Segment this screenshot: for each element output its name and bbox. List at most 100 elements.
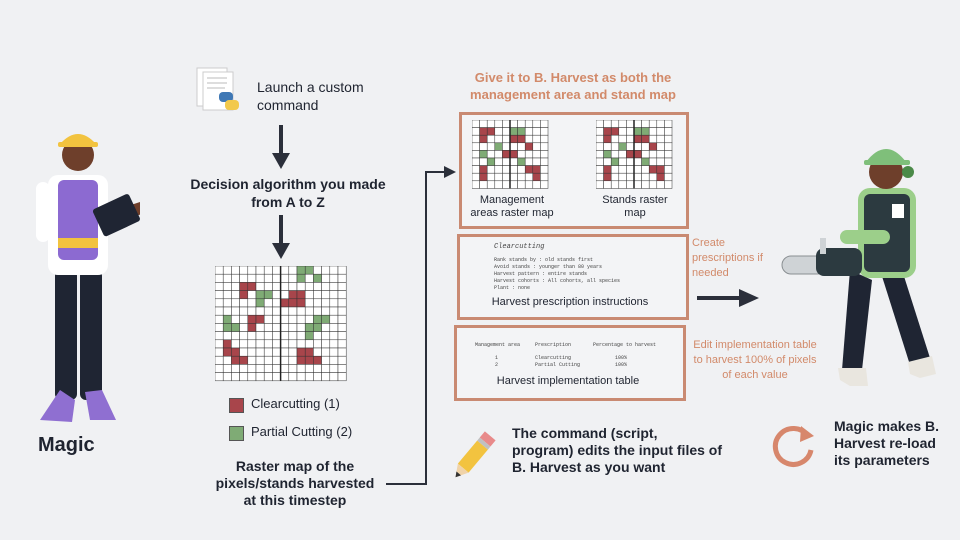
grid-cell (280, 266, 290, 275)
grid-cell (231, 355, 240, 365)
grid-cell (272, 273, 281, 283)
magic-person-illustration (20, 120, 150, 430)
grid-cell (626, 142, 635, 151)
grid-cell (596, 134, 604, 144)
grid-cell (313, 347, 322, 357)
grid-cell (288, 347, 298, 357)
grid-cell (596, 150, 604, 159)
grid-cell (626, 172, 635, 182)
grid-cell (479, 142, 488, 151)
grid-cell (296, 298, 306, 308)
grid-cell (222, 266, 232, 275)
impl-header: Prescription (535, 342, 572, 348)
grid-cell (215, 282, 224, 291)
grid-cell (296, 273, 306, 283)
grid-cell (280, 339, 290, 349)
grid-cell (486, 142, 496, 151)
grid-cell (329, 355, 339, 365)
grid-cell (540, 157, 549, 166)
implementation-table: Management area Prescription Percentage … (475, 342, 663, 369)
grid-cell (486, 134, 496, 144)
grid-cell (610, 172, 620, 182)
grid-cell (255, 273, 265, 283)
grid-cell (231, 314, 240, 324)
grid-cell (502, 180, 511, 189)
grid-cell (479, 172, 488, 182)
grid-cell (472, 157, 480, 166)
grid-cell (603, 120, 612, 128)
grid-cell (664, 165, 673, 174)
grid-cell (321, 339, 331, 349)
grid-cell (603, 180, 612, 189)
grid-cell (517, 142, 526, 151)
impl-cell: Clearcutting (535, 355, 572, 361)
grid-cell (321, 306, 331, 316)
grid-cell (304, 298, 314, 308)
grid-cell (486, 165, 496, 174)
launch-command-label: Launch a custom command (257, 79, 364, 113)
grid-cell (603, 165, 612, 174)
reload-icon (772, 425, 814, 467)
grid-cell (272, 323, 281, 332)
impl-row: 1 Clearcutting 100% (475, 355, 663, 362)
grid-cell (618, 127, 627, 136)
grid-cell (626, 120, 635, 128)
grid-cell (641, 127, 650, 136)
grid-cell (263, 282, 273, 291)
grid-cell (532, 134, 541, 144)
grid-cell (641, 157, 650, 166)
grid-cell (288, 290, 298, 300)
grid-cell (524, 134, 534, 144)
grid-cell (540, 120, 549, 128)
grid-cell (263, 347, 273, 357)
grid-cell (479, 127, 488, 136)
grid-cell (494, 157, 503, 166)
grid-cell (494, 127, 503, 136)
grid-cell (337, 372, 347, 382)
grid-cell (540, 172, 549, 182)
grid-cell (502, 142, 511, 151)
grid-cell (479, 150, 488, 159)
grid-cell (486, 180, 496, 189)
grid-cell (222, 372, 232, 382)
grid-cell (239, 323, 249, 332)
grid-cell (304, 282, 314, 291)
grid-cell (648, 180, 658, 189)
grid-cell (222, 306, 232, 316)
grid-cell (479, 165, 488, 174)
grid-cell (494, 172, 503, 182)
grid-cell (626, 127, 635, 136)
grid-cell (472, 120, 480, 128)
grid-cell (337, 273, 347, 283)
grid-cell (239, 306, 249, 316)
grid-cell (479, 120, 488, 128)
grid-cell (517, 180, 526, 189)
grid-cell (313, 306, 322, 316)
grid-cell (222, 355, 232, 365)
grid-cell (494, 165, 503, 174)
grid-cell (509, 180, 518, 189)
grid-cell (596, 142, 604, 151)
grid-cell (664, 150, 673, 159)
grid-cell (247, 314, 257, 324)
grid-cell (479, 157, 488, 166)
grid-cell (494, 142, 503, 151)
management-map-caption: Management areas raster map (470, 194, 554, 219)
grid-cell (321, 331, 331, 341)
legend-clearcut-swatch (229, 398, 244, 413)
grid-cell (288, 273, 298, 283)
grid-cell (472, 127, 480, 136)
grid-cell (288, 314, 298, 324)
grid-cell (263, 339, 273, 349)
grid-cell (633, 157, 642, 166)
grid-cell (231, 323, 240, 332)
grid-cell (231, 364, 240, 373)
grid-cell (288, 306, 298, 316)
grid-cell (215, 347, 224, 357)
grid-cell (272, 355, 281, 365)
grid-cell (329, 372, 339, 382)
grid-cell (329, 339, 339, 349)
grid-cell (486, 150, 496, 159)
grid-cell (648, 127, 658, 136)
grid-cell (610, 142, 620, 151)
